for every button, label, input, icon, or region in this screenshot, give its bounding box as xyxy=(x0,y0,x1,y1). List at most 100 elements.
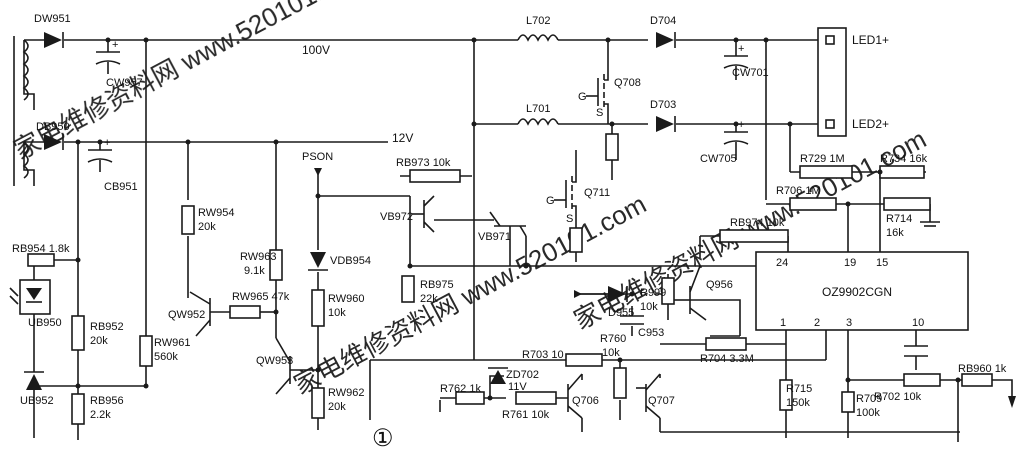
label-db950: DB950 xyxy=(36,121,70,133)
resistor-r760 xyxy=(613,367,627,399)
diode-db950 xyxy=(44,134,64,150)
label-q707: Q707 xyxy=(648,395,675,407)
resistor-r714 xyxy=(883,197,931,211)
ic-pin-24: 24 xyxy=(776,257,788,269)
svg-text:+: + xyxy=(112,39,118,51)
label-l702: L702 xyxy=(526,15,550,27)
label-l701: L701 xyxy=(526,103,550,115)
label-r704: R704 3.3M xyxy=(700,353,754,365)
label-r760-value: 10k xyxy=(602,347,620,359)
resistor-q708-source xyxy=(605,133,619,161)
ic-pin-1: 1 xyxy=(780,317,786,329)
led-connector xyxy=(817,27,847,137)
ic-pin-10: 10 xyxy=(912,317,924,329)
mosfet-q708 xyxy=(586,72,609,112)
resistor-rw961 xyxy=(139,335,153,367)
d955-arrow-icon xyxy=(574,290,582,298)
label-r761: R761 10k xyxy=(502,409,550,421)
svg-text:+: + xyxy=(738,119,744,131)
capacitor-cw701: + xyxy=(723,43,749,69)
resistor-r715 xyxy=(779,379,793,411)
resistor-rb975 xyxy=(401,275,415,303)
label-led2: LED2+ xyxy=(852,117,889,131)
label-rw965: RW965 47k xyxy=(232,291,290,303)
label-rw962: RW962 xyxy=(328,387,364,399)
label-r762: R762 1k xyxy=(440,383,481,395)
resistor-rb974 xyxy=(719,229,789,243)
ground-symbol xyxy=(920,221,940,227)
label-rb973: RB973 10k xyxy=(396,157,451,169)
label-r714-value: 16k xyxy=(886,227,904,239)
label-led1: LED1+ xyxy=(852,33,889,47)
label-dw951: DW951 xyxy=(34,13,71,25)
transformer-secondary-1 xyxy=(22,39,29,101)
label-rw960: RW960 xyxy=(328,293,364,305)
label-r729: R729 1M xyxy=(800,153,845,165)
label-rw962-value: 20k xyxy=(328,401,346,413)
label-qw952: QW952 xyxy=(168,309,205,321)
capacitor-pin10 xyxy=(904,345,928,357)
label-100v: 100V xyxy=(302,43,330,57)
transistor-vb972 xyxy=(412,195,435,233)
label-rb956-value: 2.2k xyxy=(90,409,111,421)
label-vdb954: VDB954 xyxy=(330,255,371,267)
diode-d955 xyxy=(608,286,628,302)
resistor-rw960 xyxy=(311,289,325,327)
label-zd702: ZD702 xyxy=(506,369,539,381)
label-rb975-value: 22k xyxy=(420,293,438,305)
inductor-l701 xyxy=(517,118,559,126)
resistor-r703 xyxy=(565,353,603,367)
resistor-r706 xyxy=(789,197,837,211)
label-s-q711: S xyxy=(566,213,573,225)
resistor-r734 xyxy=(879,165,925,179)
label-q706: Q706 xyxy=(572,395,599,407)
resistor-r709 xyxy=(841,391,855,413)
label-rb952-value: 20k xyxy=(90,335,108,347)
label-r734: R734 16k xyxy=(880,153,928,165)
label-r999-value: 10k xyxy=(640,301,658,313)
optocoupler-ub950 xyxy=(9,279,51,315)
label-r706: R706 1M xyxy=(776,185,821,197)
resistor-r761 xyxy=(515,391,557,405)
ic-pin-19: 19 xyxy=(844,257,856,269)
capacitor-cb951: + xyxy=(87,137,113,163)
label-r999: R999 xyxy=(640,287,666,299)
label-vb972: VB972 xyxy=(380,211,413,223)
resistor-rb973 xyxy=(409,169,461,183)
svg-text:+: + xyxy=(104,137,110,149)
rb960-arrow-icon xyxy=(1008,396,1016,408)
ic-pin-15: 15 xyxy=(876,257,888,269)
resistor-r702 xyxy=(903,373,941,387)
transformer-secondary-2 xyxy=(22,141,29,179)
label-r702: R702 10k xyxy=(874,391,922,403)
label-rb954: RB954 1.8k xyxy=(12,243,70,255)
transistor-q707 xyxy=(645,373,661,419)
pson-arrow-icon xyxy=(314,168,322,176)
resistor-rb952 xyxy=(71,315,85,351)
label-cw701: CW701 xyxy=(732,67,769,79)
ic-oz9902cgn xyxy=(755,251,969,331)
label-cb951: CB951 xyxy=(104,181,138,193)
resistor-rb956 xyxy=(71,393,85,425)
label-r715: R715 xyxy=(786,383,812,395)
label-r709: R709 xyxy=(856,393,882,405)
label-vb971: VB971 xyxy=(478,231,511,243)
label-rw963-value: 9.1k xyxy=(244,265,265,277)
resistor-rb954 xyxy=(27,253,55,267)
resistor-rw963 xyxy=(269,249,283,281)
resistor-rw954 xyxy=(181,205,195,235)
transistor-q956 xyxy=(674,265,707,321)
circled-number: ① xyxy=(372,425,394,452)
inductor-l702 xyxy=(517,34,559,42)
led1-pin xyxy=(825,35,835,45)
label-rw961-value: 560k xyxy=(154,351,178,363)
label-qw953: QW953 xyxy=(256,355,293,367)
label-rw960-value: 10k xyxy=(328,307,346,319)
label-r703: R703 10 xyxy=(522,349,564,361)
label-rw954-value: 20k xyxy=(198,221,216,233)
transistor-vb971 xyxy=(489,211,527,266)
label-r760: R760 xyxy=(600,333,626,345)
junction-dots xyxy=(75,37,961,401)
zener-zd702 xyxy=(488,367,508,384)
label-r714: R714 xyxy=(886,213,912,225)
